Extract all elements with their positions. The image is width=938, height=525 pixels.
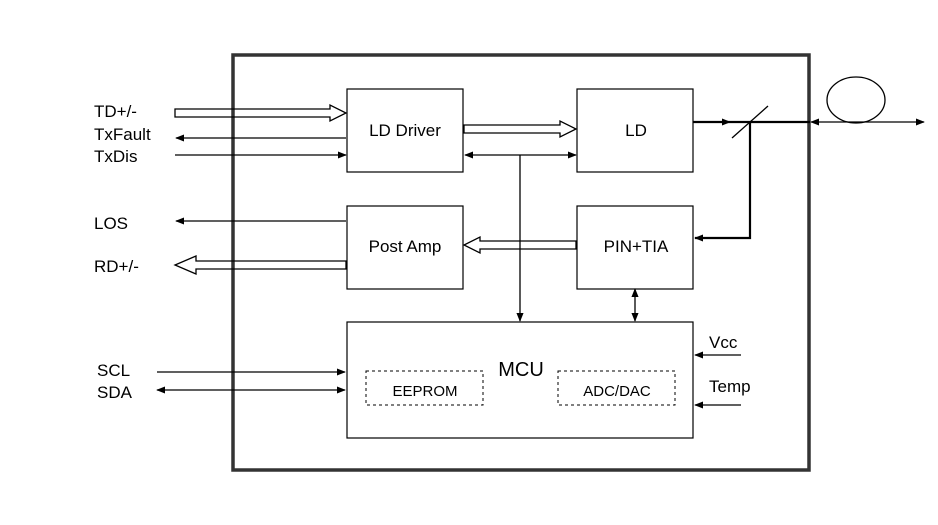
- driver-to-ld-bus-arrow: [463, 119, 578, 139]
- pin-tia-block: PIN+TIA: [576, 205, 694, 290]
- vcc-label: Vcc: [709, 333, 738, 352]
- rd-label: RD+/-: [94, 257, 139, 276]
- sda-label: SDA: [97, 383, 133, 402]
- adc-dac-label: ADC/DAC: [583, 383, 651, 400]
- module-outline: [231, 53, 811, 472]
- post-amp-block: Post Amp: [346, 205, 464, 290]
- adc-dac-region: [557, 370, 676, 406]
- rd-bus-arrow: [173, 255, 347, 275]
- ld-driver-label: LD Driver: [369, 121, 441, 140]
- ld-block: LD: [576, 88, 694, 173]
- mcu-label: MCU: [498, 359, 544, 381]
- splitter-to-pin-arrow: [694, 122, 752, 242]
- eeprom-region: [365, 370, 484, 406]
- scl-label: SCL: [97, 361, 130, 380]
- temp-label: Temp: [709, 377, 751, 396]
- txfault-label: TxFault: [94, 125, 151, 144]
- ld-label: LD: [625, 121, 647, 140]
- pin-to-postamp-bus-arrow: [462, 235, 577, 255]
- eeprom-label: EEPROM: [392, 383, 457, 400]
- td-label: TD+/-: [94, 102, 137, 121]
- txdis-label: TxDis: [94, 147, 137, 166]
- td-bus-arrow: [174, 103, 348, 123]
- los-label: LOS: [94, 214, 128, 233]
- post-amp-label: Post Amp: [369, 237, 442, 256]
- pin-tia-label: PIN+TIA: [604, 237, 669, 256]
- fiber-coil: [826, 76, 886, 124]
- mcu-block: MCU EEPROM ADC/DAC: [346, 321, 694, 439]
- ld-driver-block: LD Driver: [346, 88, 464, 173]
